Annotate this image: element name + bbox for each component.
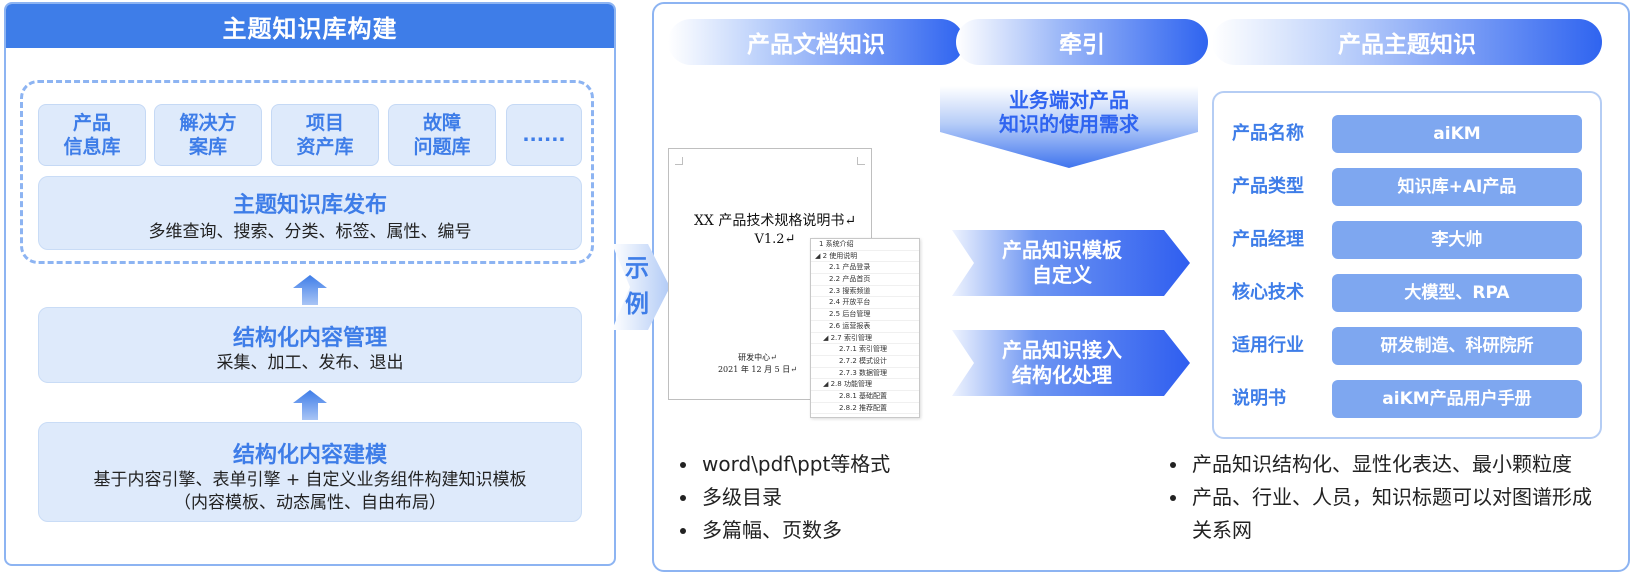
process-step-template: 产品知识模板 自定义 (1002, 238, 1122, 287)
prop-label-product-name: 产品名称 (1232, 123, 1304, 144)
toc-item: 2.1 产品登录 (811, 262, 919, 275)
process-chevron-icon (952, 330, 1190, 396)
prop-value-industry: 研发制造、科研院所 (1332, 327, 1582, 365)
demand-text: 业务端对产品 知识的使用需求 (999, 88, 1139, 136)
toc-item: 1 系统介绍 (811, 239, 919, 251)
header-pull: 牵引 (956, 19, 1208, 65)
toc-item: ◢ 2 使用说明 (811, 251, 919, 263)
toc-item: ◢ 2.8 功能管理 (811, 379, 919, 391)
modeling-subtitle-line1: 基于内容引擎、表单引擎 + 自定义业务组件构建知识模板 (93, 470, 527, 490)
management-subtitle: 采集、加工、发布、退出 (216, 353, 404, 373)
modeling-subtitle-line2: （内容模板、动态属性、自由布局） (174, 493, 446, 513)
example-label: 示 例 (625, 254, 649, 318)
toc-item: 2.5 后台管理 (811, 309, 919, 321)
library-project-asset: 项目 资产库 (271, 104, 379, 166)
demand-down-arrow-icon (940, 86, 1198, 168)
modeling-title: 结构化内容建模 (232, 443, 387, 468)
prop-label-product-type: 产品类型 (1232, 176, 1304, 197)
prop-label-manual: 说明书 (1232, 388, 1286, 409)
library-fault-issue: 故障 问题库 (388, 104, 496, 166)
topic-features-list: 产品知识结构化、显性化表达、最小颗粒度 产品、行业、人员，知识标题可以对图谱形成… (1164, 448, 1604, 547)
example-chevron-icon (612, 244, 670, 330)
toc-item: 2.8.1 基础配置 (811, 391, 919, 403)
prop-value-manual: aiKM产品用户手册 (1332, 380, 1582, 418)
document-features-list: word\pdf\ppt等格式 多级目录 多篇幅、页数多 (674, 448, 994, 547)
header-product-topic-knowledge: 产品主题知识 (1212, 19, 1602, 65)
library-solution: 解决方 案库 (154, 104, 262, 166)
document-date: 2021 年 12 月 5 日↵ (717, 365, 798, 374)
prop-value-product-name: aiKM (1332, 115, 1582, 153)
toc-item: 2.7.1 索引管理 (811, 344, 919, 356)
up-arrow-icon (293, 390, 327, 420)
document-title: XX 产品技术规格说明书↵ (693, 213, 857, 229)
prop-label-product-manager: 产品经理 (1232, 229, 1304, 250)
document-department: 研发中心↵ (738, 353, 777, 362)
toc-item: ◢ 2.7 索引管理 (811, 333, 919, 345)
process-chevron-icon (952, 230, 1190, 296)
header-product-doc-knowledge: 产品文档知识 (668, 19, 964, 65)
prop-label-industry: 适用行业 (1232, 335, 1304, 356)
prop-value-product-manager: 李大帅 (1332, 221, 1582, 259)
prop-value-product-type: 知识库+AI产品 (1332, 168, 1582, 206)
publish-subtitle: 多维查询、搜索、分类、标签、属性、编号 (148, 222, 472, 242)
toc-item: 2.3 搜索频道 (811, 286, 919, 298)
list-item: 产品、行业、人员，知识标题可以对图谱形成关系网 (1164, 481, 1604, 547)
list-item: 产品知识结构化、显性化表达、最小颗粒度 (1164, 448, 1604, 481)
library-more: ...... (506, 104, 582, 166)
document-version: V1.2↵ (754, 232, 796, 247)
management-title: 结构化内容管理 (232, 326, 387, 351)
modeling-block: 结构化内容建模 基于内容引擎、表单引擎 + 自定义业务组件构建知识模板 （内容模… (38, 422, 582, 522)
list-item: word\pdf\ppt等格式 (674, 448, 994, 481)
prop-value-core-tech: 大模型、RPA (1332, 274, 1582, 312)
toc-item: 2.7.2 模式设计 (811, 356, 919, 368)
list-item: 多级目录 (674, 481, 994, 514)
toc-item: 2.2 产品首页 (811, 274, 919, 286)
list-item: 多篇幅、页数多 (674, 514, 994, 547)
document-toc: 1 系统介绍 ◢ 2 使用说明 2.1 产品登录 2.2 产品首页 2.3 搜索… (810, 238, 920, 418)
publish-title: 主题知识库发布 (232, 193, 387, 218)
toc-item: 2.4 开放平台 (811, 297, 919, 310)
toc-item: 2.6 运营报表 (811, 321, 919, 333)
publish-block: 主题知识库发布 多维查询、搜索、分类、标签、属性、编号 (38, 176, 582, 250)
library-product-info: 产品 信息库 (38, 104, 146, 166)
toc-item: 2.8.2 推荐配置 (811, 403, 919, 415)
up-arrow-icon (293, 275, 327, 305)
prop-label-core-tech: 核心技术 (1232, 282, 1304, 303)
topic-library-group (20, 80, 594, 264)
toc-item: 2.7.3 数据管理 (811, 368, 919, 380)
management-block: 结构化内容管理 采集、加工、发布、退出 (38, 307, 582, 383)
process-step-structuring: 产品知识接入 结构化处理 (1002, 338, 1122, 387)
left-panel-title: 主题知识库构建 (6, 4, 614, 48)
